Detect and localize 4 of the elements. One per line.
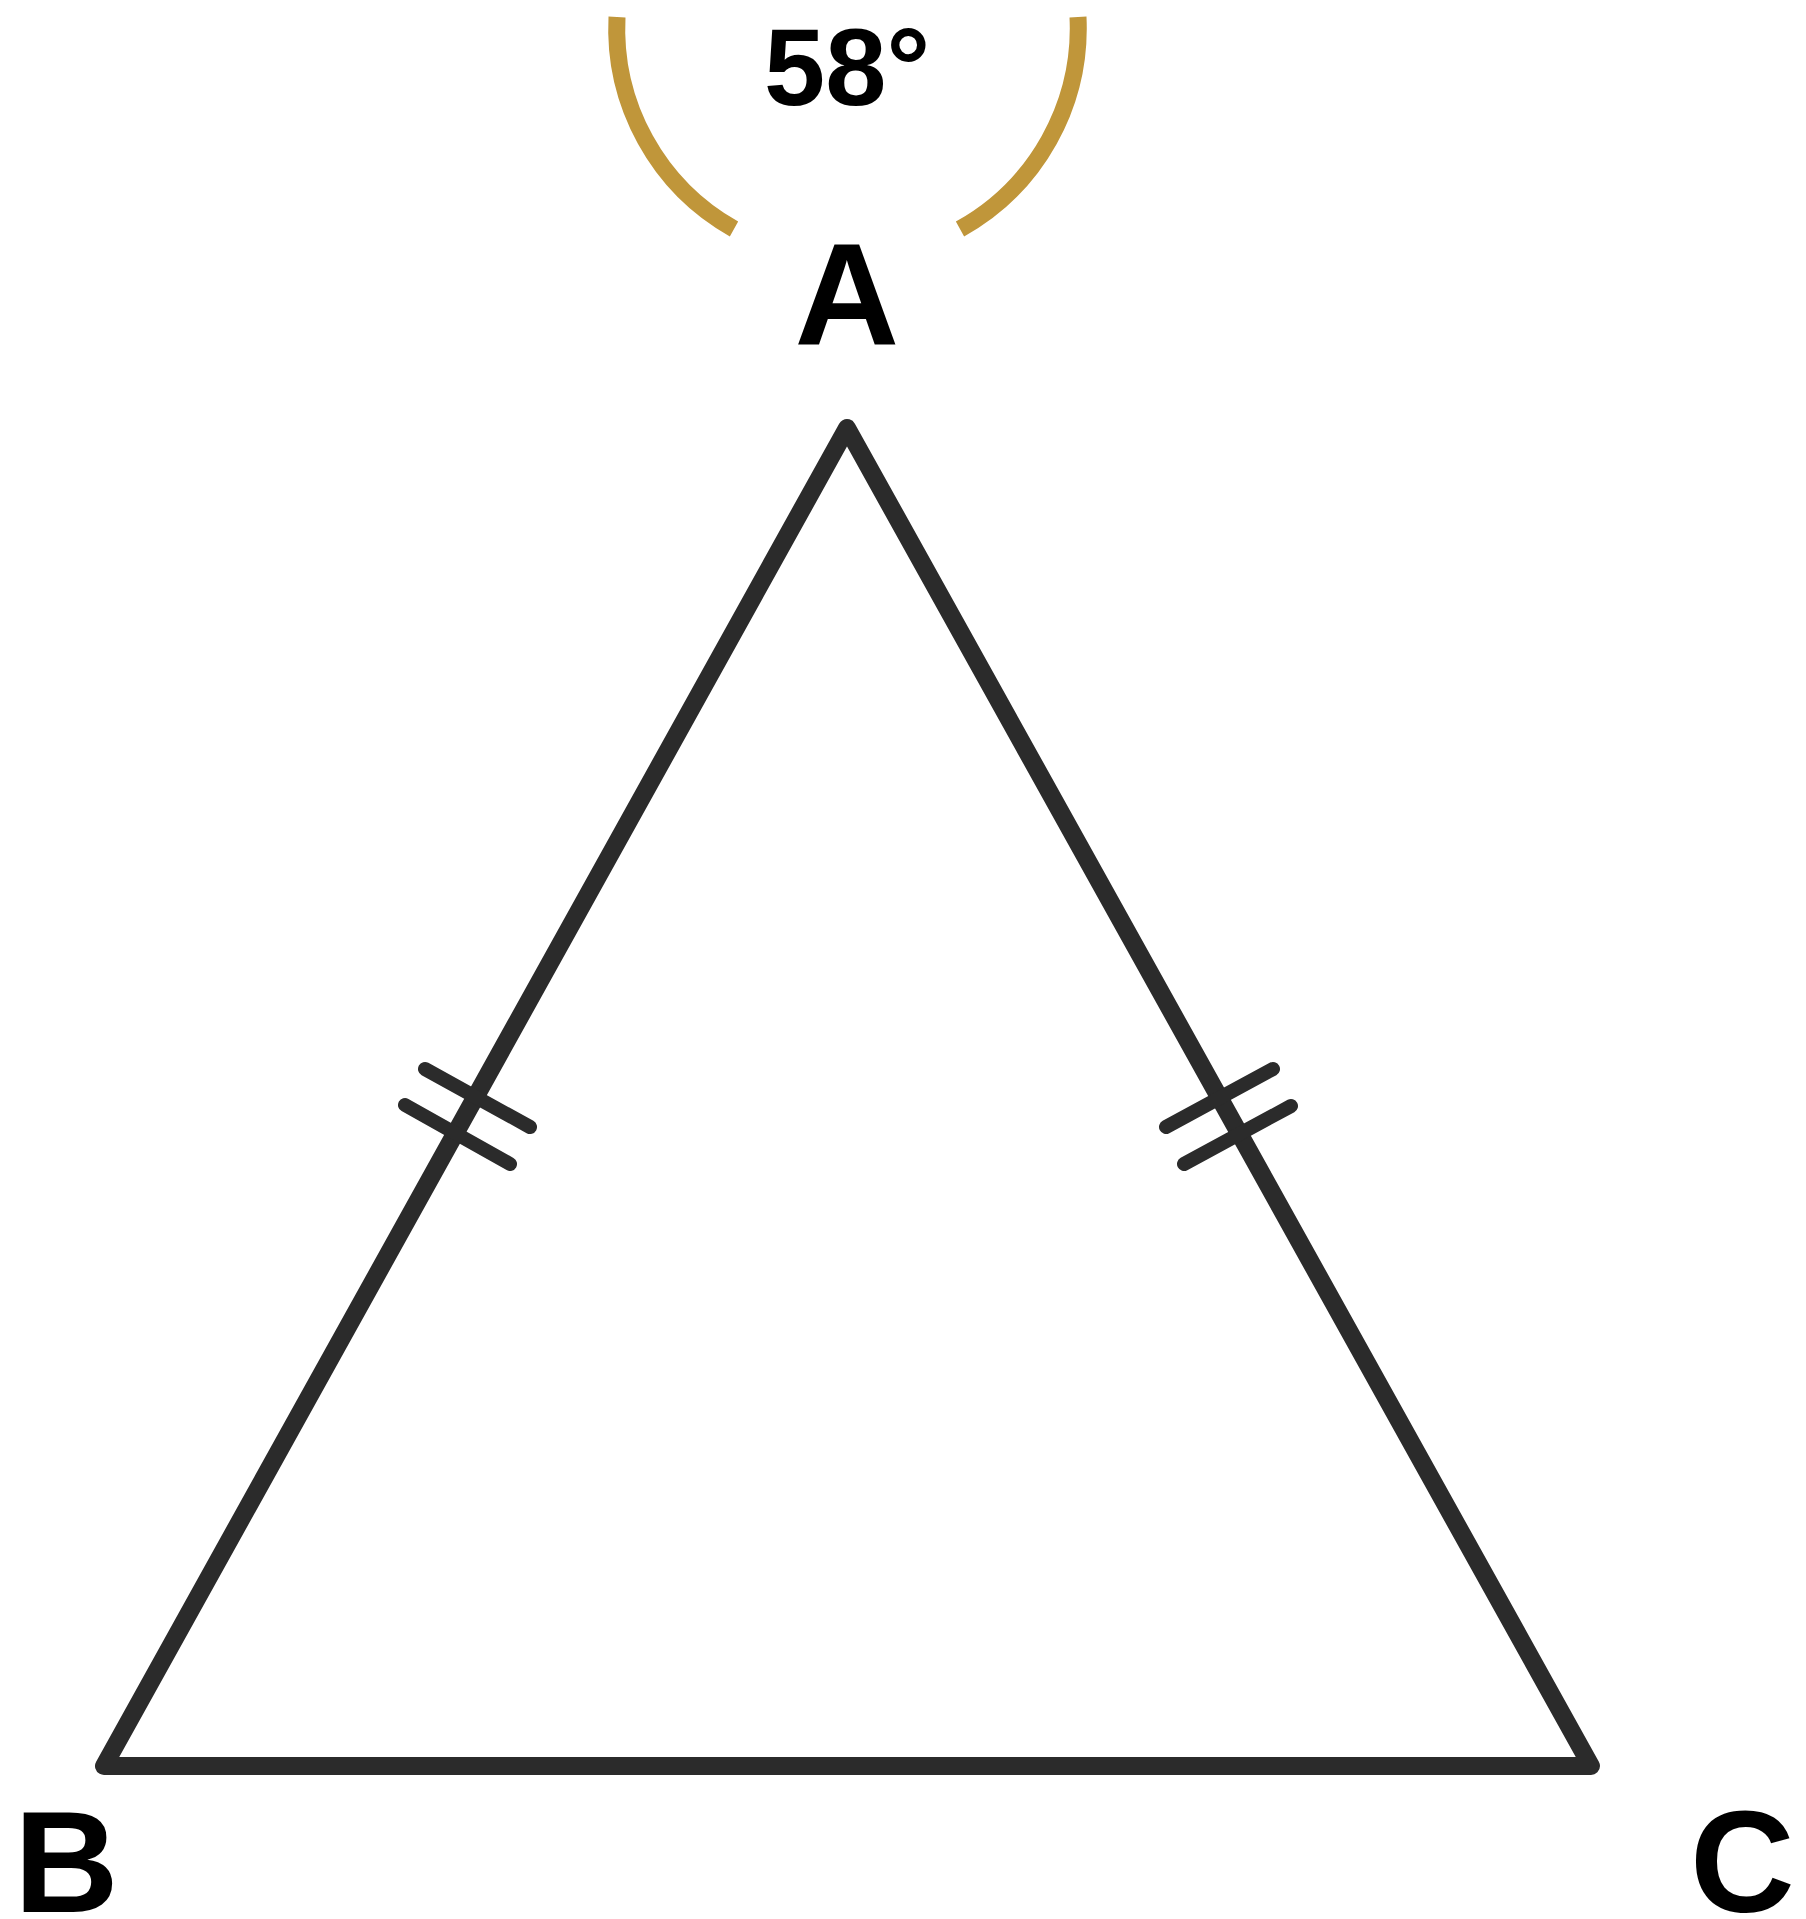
vertex-label: A (794, 222, 900, 367)
angle-label: 58° (764, 12, 931, 122)
vertex-label: B (14, 1790, 119, 1919)
vertex-label: C (1690, 1790, 1795, 1919)
